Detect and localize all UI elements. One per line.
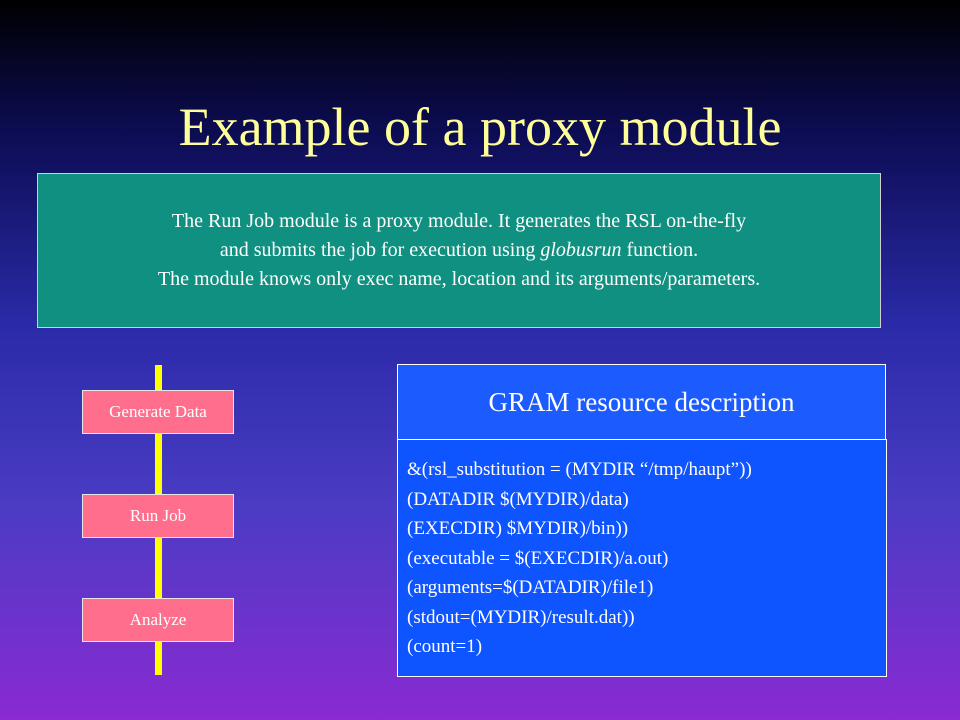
description-line-1: The Run Job module is a proxy module. It… <box>171 210 747 232</box>
description-line-2: and submits the job for execution using … <box>220 236 698 265</box>
globusrun-emphasis: globusrun <box>540 239 622 261</box>
rsl-line: (stdout=(MYDIR)/result.dat)) <box>407 606 635 628</box>
slide-title: Example of a proxy module <box>178 97 782 157</box>
rsl-line: (EXECDIR) $MYDIR)/bin)) <box>407 518 629 539</box>
description-line-3: The module knows only exec name, locatio… <box>157 268 761 290</box>
rsl-line: &(rsl_substitution = (MYDIR “/tmp/haupt”… <box>407 459 752 480</box>
module-generate-data[interactable]: Generate Data <box>82 390 234 434</box>
module-analyze[interactable]: Analyze <box>82 598 234 642</box>
gram-heading: GRAM resource description <box>397 364 886 440</box>
description-line-2-prefix: and submits the job for execution using <box>219 239 541 261</box>
rsl-line: (DATADIR $(MYDIR)/data) <box>407 488 629 510</box>
rsl-line: (count=1) <box>407 636 483 657</box>
rsl-line: (executable = $(EXECDIR)/a.out) <box>407 547 669 569</box>
rsl-line: (arguments=$(DATADIR)/file1) <box>407 577 654 598</box>
gram-rsl-box: &(rsl_substitution = (MYDIR “/tmp/haupt”… <box>397 439 887 677</box>
module-run-job[interactable]: Run Job <box>82 494 234 538</box>
description-box: The Run Job module is a proxy module. It… <box>37 173 881 328</box>
description-line-2-suffix: function. <box>621 239 699 261</box>
